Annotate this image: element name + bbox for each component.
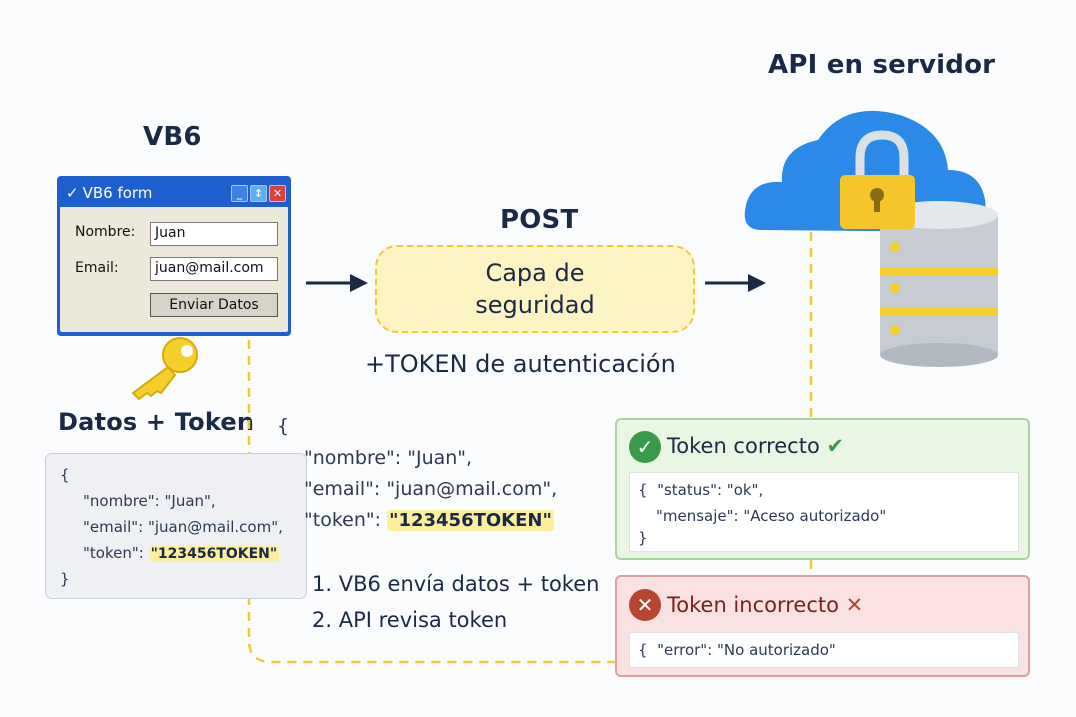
x-circle-icon: ✕ [629, 589, 661, 621]
api-title: API en servidor [768, 50, 996, 80]
enviar-datos-button[interactable]: Enviar Datos [150, 293, 278, 317]
check-mark-icon: ✔ [826, 434, 845, 458]
arrow-right-icon-2 [705, 274, 766, 292]
error-json-line1: { "error": "No autorizado" [638, 641, 836, 659]
vb6-title: VB6 [143, 122, 202, 152]
security-layer-line1: Capa de [485, 259, 585, 287]
security-layer-line2: seguridad [475, 291, 595, 319]
ok-json-close: } [638, 529, 648, 547]
nombre-input[interactable]: Juan [150, 222, 278, 246]
check-icon: ✓ [66, 184, 79, 202]
post-title: POST [500, 205, 579, 235]
cloud-server-illustration [744, 110, 998, 367]
token-caption: +TOKEN de autenticación [365, 350, 676, 378]
ok-response-json: { "status": "ok", "mensaje": "Aceso auto… [629, 472, 1019, 552]
token-key: "token": [83, 544, 149, 562]
ok-json-line1: { "status": "ok", [638, 481, 764, 499]
json-line-token: "token": "123456TOKEN" [83, 544, 280, 562]
vb6-form-window: ✓ VB6 form _ ↕ ✕ Nombre: Juan Email: jua… [57, 176, 291, 336]
json-line-nombre: "nombre": "Juan", [83, 492, 216, 510]
x-mark-icon: ✕ [845, 593, 864, 617]
token-incorrect-title: Token incorrecto ✕ [667, 593, 863, 617]
payload-open-brace: { [277, 415, 290, 437]
step-1: 1. VB6 envía datos + token [312, 572, 600, 596]
vb6-window-title: VB6 form [82, 184, 153, 202]
step-2: 2. API revisa token [312, 608, 508, 632]
payload-json: { "nombre": "Juan", "email": "juan@mail.… [277, 415, 597, 535]
vb6-form-body: Nombre: Juan Email: juan@mail.com Enviar… [60, 207, 288, 332]
check-circle-icon: ✓ [629, 431, 661, 463]
error-response-json: { "error": "No autorizado" [629, 632, 1019, 668]
payload-token-key: "token": [304, 509, 388, 531]
request-json-card: { "nombre": "Juan", "email": "juan@mail.… [45, 453, 307, 599]
token-correct-card: ✓ Token correcto ✔ { "status": "ok", "me… [615, 418, 1030, 560]
security-layer-box: Capa de seguridad [375, 245, 695, 333]
email-label: Email: [75, 260, 119, 276]
vb6-titlebar: ✓ VB6 form _ ↕ ✕ [60, 179, 288, 207]
json-line-email: "email": "juan@mail.com", [83, 518, 283, 536]
json-open-brace: { [60, 466, 70, 484]
payload-line-token: "token": "123456TOKEN" [304, 509, 554, 531]
close-button[interactable]: ✕ [269, 184, 286, 202]
token-correct-title: Token correcto ✔ [667, 434, 844, 458]
datos-token-title: Datos + Token [58, 408, 255, 436]
minimize-button[interactable]: _ [231, 184, 248, 202]
email-input[interactable]: juan@mail.com [150, 257, 278, 281]
arrow-right-icon-1 [306, 274, 368, 292]
token-incorrect-label: Token incorrecto [667, 593, 839, 617]
maximize-button[interactable]: ↕ [250, 184, 267, 202]
payload-line-email: "email": "juan@mail.com", [304, 478, 558, 500]
payload-line-nombre: "nombre": "Juan", [304, 447, 473, 469]
token-incorrect-card: ✕ Token incorrecto ✕ { "error": "No auto… [615, 575, 1030, 677]
payload-token-value: "123456TOKEN" [387, 510, 554, 531]
key-icon [132, 337, 198, 400]
json-close-brace: } [60, 570, 70, 588]
lock-icon [840, 130, 915, 229]
token-correct-label: Token correcto [667, 434, 820, 458]
token-value-highlight: "123456TOKEN" [148, 546, 280, 562]
nombre-label: Nombre: [75, 224, 136, 240]
ok-json-line2: "mensaje": "Aceso autorizado" [656, 507, 887, 525]
